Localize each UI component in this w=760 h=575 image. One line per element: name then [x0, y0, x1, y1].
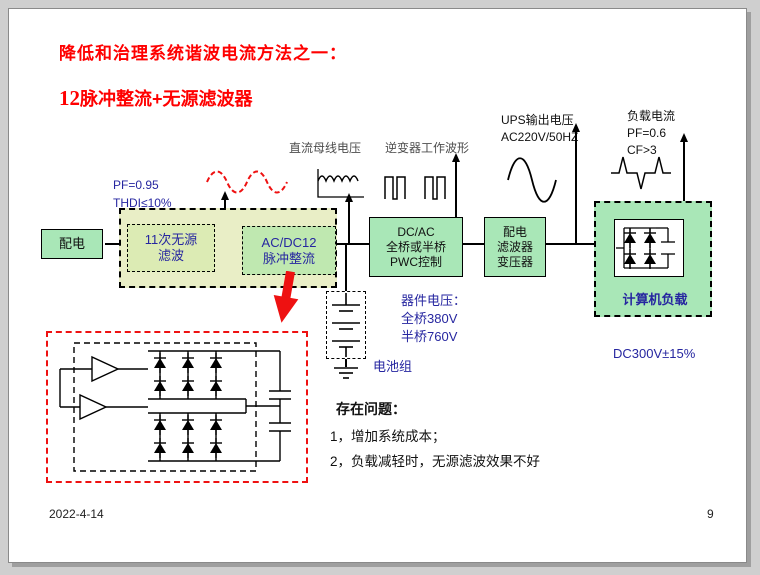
subtitle-number: 12: [59, 86, 80, 110]
problem-item-2: 2，负载减轻时，无源滤波效果不好: [330, 454, 541, 469]
rectifier-detail-circuit: [59, 342, 291, 472]
measure-arrow-dc-bus: [344, 193, 353, 244]
page-subtitle: 12脉冲整流+无源滤波器: [59, 85, 253, 111]
pwm-waveform-icon: [381, 165, 457, 212]
ground-icon: [334, 366, 358, 386]
page-number: 9: [707, 507, 714, 521]
red-sine-waveform-icon: [204, 167, 292, 202]
slide-date: 2022-4-14: [49, 507, 104, 521]
computer-load-block: 计算机负载: [594, 201, 712, 317]
rectifier-detail-box: [46, 331, 308, 483]
battery-box: [326, 291, 366, 359]
dc300-note: DC300V±15%: [613, 346, 696, 361]
battery-icon: [332, 293, 360, 357]
measure-arrow-ups-output: [571, 123, 580, 244]
distribution-block: 配电: [41, 229, 103, 259]
rectifier-block: AC/DC12 脉冲整流: [242, 226, 336, 275]
page-title: 降低和治理系统谐波电流方法之一：: [59, 44, 347, 63]
load-current-label: 负载电流 PF=0.6 CF>3: [627, 109, 676, 157]
output-filter-block: 配电 滤波器 变压器: [484, 217, 546, 277]
output-sine-waveform-icon: [505, 149, 559, 216]
wire-segment: [105, 243, 119, 245]
bridge-rectifier-icon: [614, 219, 684, 277]
wire-segment: [337, 243, 369, 245]
ups-output-label: UPS输出电压 AC220V/50HZ: [501, 113, 579, 144]
computer-load-label: 计算机负载: [622, 292, 688, 307]
subtitle-text: 脉冲整流+无源滤波器: [80, 89, 253, 109]
thdi-note: THDI≤10%: [113, 196, 172, 210]
load-current-waveform-icon: [609, 151, 673, 196]
passive-filter-block: 11次无源 滤波: [127, 224, 215, 272]
dc-ripple-waveform-icon: [312, 165, 368, 208]
wire-segment: [463, 243, 484, 245]
measure-arrow-load: [679, 133, 688, 201]
inverter-block: DC/AC 全桥或半桥 PWC控制: [369, 217, 463, 277]
measure-arrow-inverter: [451, 153, 460, 218]
slide: 降低和治理系统谐波电流方法之一： 12脉冲整流+无源滤波器 PF=0.95 TH…: [8, 8, 747, 563]
device-voltage-note: 器件电压： 全桥380V 半桥760V: [401, 293, 467, 344]
red-block-arrow-icon: [264, 270, 306, 334]
problems-heading: 存在问题：: [336, 401, 406, 417]
dc-bus-label: 直流母线电压: [289, 141, 362, 155]
wire-segment: [546, 243, 594, 245]
inverter-wave-label: 逆变器工作波形: [385, 141, 470, 155]
battery-label: 电池组: [373, 359, 413, 374]
problem-item-1: 1，增加系统成本；: [330, 429, 446, 444]
pf-note: PF=0.95: [113, 178, 159, 192]
